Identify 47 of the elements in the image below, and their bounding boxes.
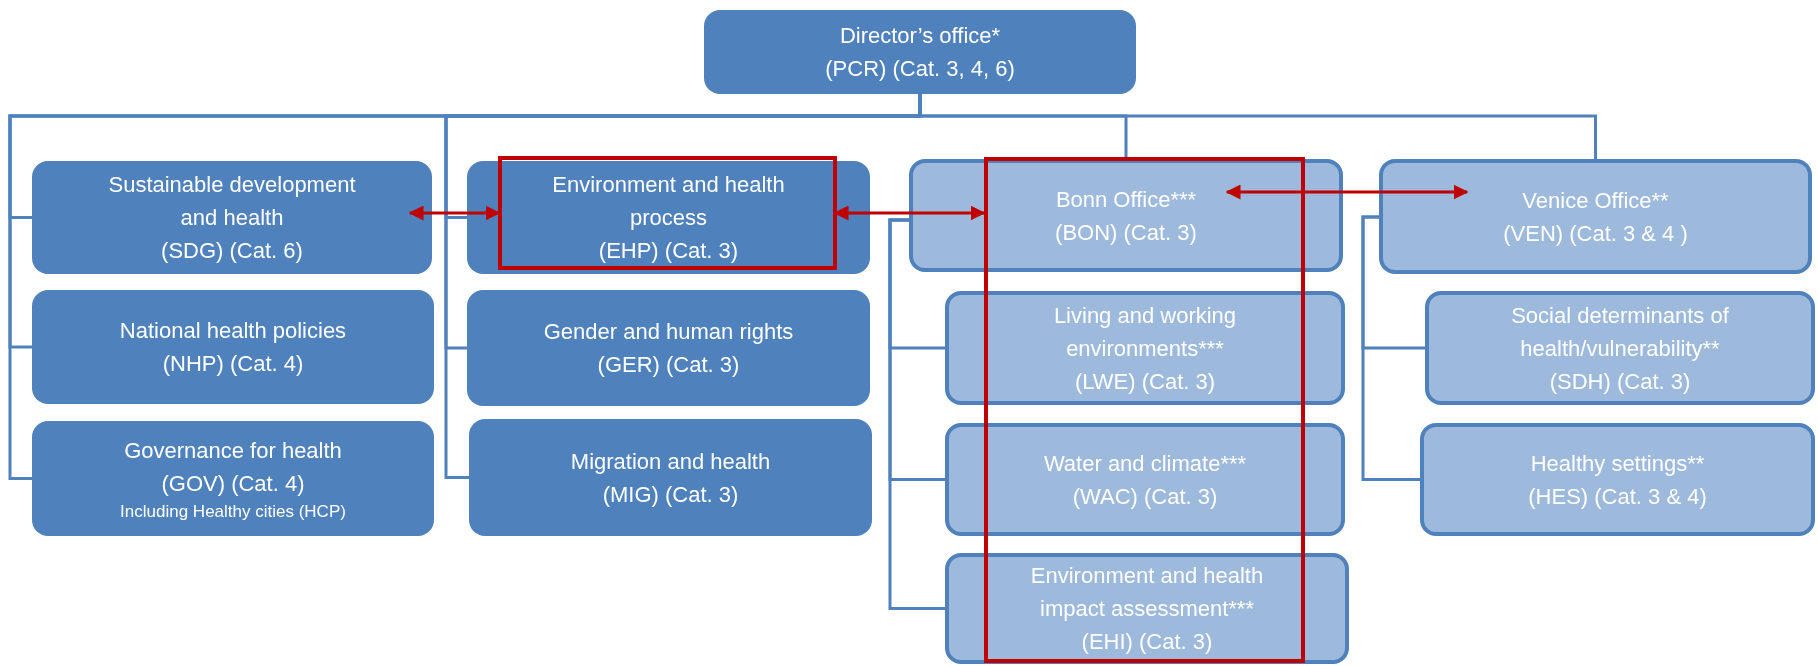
unit-name: Gender and human rights [543,318,794,346]
double-arrow [1225,184,1469,200]
org-box [945,423,1345,536]
org-box [32,161,432,274]
org-box [467,290,870,406]
unit-code: (EHP) (Cat. 3) [598,237,739,265]
unit-note: Including Healthy cities (HCP) [120,500,346,523]
org-box [32,290,434,404]
unit-code: (SDH) (Cat. 3) [1549,367,1691,396]
unit-name: Venice Office** [1522,186,1669,215]
connector-line [1361,215,1420,481]
unit-code: (VEN) (Cat. 3 & 4 ) [1503,219,1688,248]
unit-code: (NHP) (Cat. 4) [162,350,304,378]
org-box [469,419,872,536]
unit-name: Living and working environments*** [1052,301,1238,363]
org-box [945,553,1349,664]
unit-code: (PCR) (Cat. 3, 4, 6) [825,55,1015,83]
unit-name: Governance for health [124,436,342,465]
org-box [1425,291,1815,405]
unit-name: Water and climate*** [1043,449,1247,478]
org-box [467,161,870,274]
unit-name: Social determinants of health/vulnerability** [1510,301,1730,363]
org-box [704,10,1136,94]
unit-name: Bonn Office*** [1055,185,1197,214]
unit-code: (MIG) (Cat. 3) [602,480,739,509]
unit-code: (BON) (Cat. 3) [1055,218,1197,247]
unit-name: Migration and health [570,447,771,476]
unit-name: Director’s office* [839,22,1001,50]
unit-code: (GER) (Cat. 3) [597,351,740,379]
unit-code: (SDG) (Cat. 6) [161,237,303,265]
unit-name: Healthy settings** [1530,449,1705,478]
org-box [1420,423,1815,536]
unit-name: Environment and health impact assessment*** [1029,562,1265,623]
unit-name: Environment and health process [551,171,786,232]
unit-code: (WAC) (Cat. 3) [1072,482,1218,511]
org-box [1379,159,1812,274]
unit-code: (EHI) (Cat. 3) [1081,628,1213,656]
unit-code: (LWE) (Cat. 3) [1074,367,1216,396]
double-arrow [408,205,501,221]
unit-code: (HES) (Cat. 3 & 4) [1528,482,1707,511]
org-box [32,421,434,536]
connector-line [888,218,945,610]
unit-name: National health policies [119,317,347,345]
org-box [945,291,1345,405]
unit-name: Sustainable development and health [107,171,357,232]
org-box [909,159,1343,272]
unit-code: (GOV) (Cat. 4) [161,469,305,498]
